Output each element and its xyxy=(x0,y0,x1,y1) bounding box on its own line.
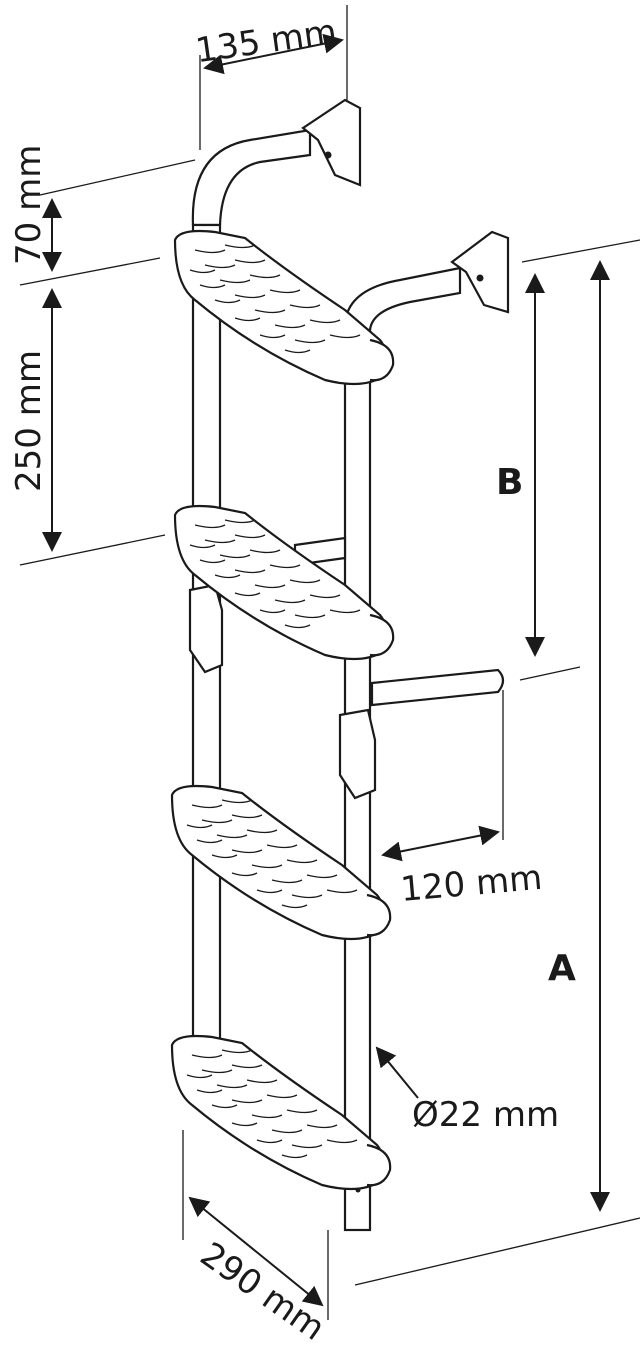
dim-250: 250 mm xyxy=(9,350,49,492)
dimension-lines xyxy=(19,5,640,1320)
dim-70: 70 mm xyxy=(9,145,49,265)
dim-120: 120 mm xyxy=(399,858,544,910)
left-rail xyxy=(188,98,362,1092)
dim-290: 290 mm xyxy=(193,1235,332,1349)
dim-135: 135 mm xyxy=(193,12,339,71)
label-a: A xyxy=(548,948,576,989)
right-rail xyxy=(293,230,510,1232)
dim-diameter: Ø22 mm xyxy=(412,1095,559,1135)
label-b: B xyxy=(496,462,523,503)
